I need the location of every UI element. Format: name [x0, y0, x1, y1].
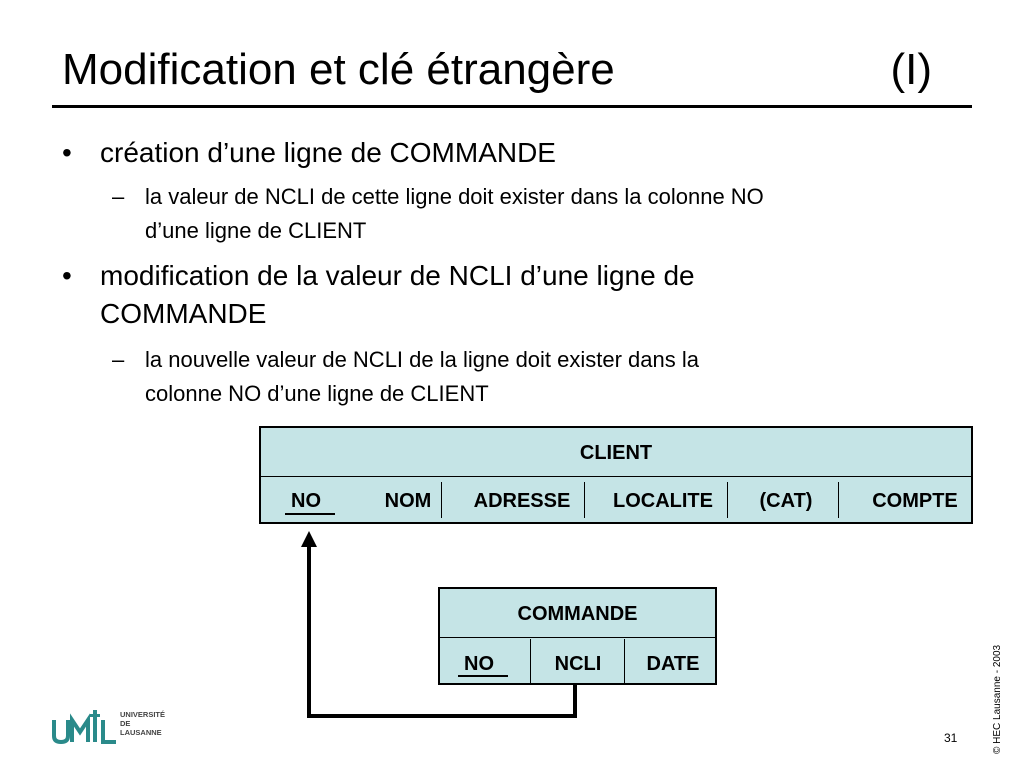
slide-title-text: Modification et clé étrangère [62, 45, 615, 94]
client-table-header-divider [261, 476, 971, 477]
client-column-cat: (CAT) [759, 490, 813, 512]
commande-table: COMMANDE NO NCLI DATE [438, 587, 717, 685]
commande-primary-key-underline [458, 675, 508, 677]
page-number: 31 [944, 731, 958, 745]
sub-bullet-1-line-2: d’une ligne de CLIENT [145, 218, 367, 243]
logo-line: UNIVERSITÉ [120, 710, 166, 719]
unil-logo-text: UNIVERSITÉ DE LAUSANNE [120, 710, 165, 737]
client-table-title: CLIENT [579, 442, 653, 464]
foreign-key-arrow-drop [573, 685, 577, 718]
title-divider [52, 105, 972, 108]
client-column-nom: NOM [384, 490, 432, 512]
commande-column-date: DATE [646, 653, 700, 675]
client-column-localite: LOCALITE [613, 490, 713, 512]
client-column-no: NO [291, 490, 321, 512]
slide-title-suffix: (I) [890, 45, 932, 94]
commande-table-title: COMMANDE [517, 603, 638, 625]
bullet-2-line-1: modification de la valeur de NCLI d’une … [100, 260, 695, 291]
sub-bullet-marker-2: – [112, 347, 125, 372]
sub-bullet-1-line-1: la valeur de NCLI de cette ligne doit ex… [145, 184, 764, 209]
arrow-head-icon [301, 531, 317, 547]
client-column-divider [441, 482, 442, 518]
sub-bullet-marker-1: – [112, 184, 125, 209]
commande-column-divider [530, 639, 531, 683]
commande-column-no: NO [464, 653, 494, 675]
bullet-2-line-2: COMMANDE [100, 298, 267, 329]
client-column-adresse: ADRESSE [473, 490, 571, 512]
client-table: CLIENT NO NOM ADRESSE LOCALITE (CAT) COM… [259, 426, 973, 524]
sub-bullet-2-line-1: la nouvelle valeur de NCLI de la ligne d… [145, 347, 699, 372]
slide-title: Modification et clé étrangère (I) [62, 40, 932, 100]
unil-logo: UNIVERSITÉ DE LAUSANNE [52, 706, 182, 750]
foreign-key-arrow-rise [307, 546, 311, 718]
logo-line: DE [120, 719, 131, 728]
client-column-divider [727, 482, 728, 518]
bullet-1-line-1: création d’une ligne de COMMANDE [100, 137, 556, 168]
client-column-divider [584, 482, 585, 518]
commande-table-header-divider [440, 637, 715, 638]
commande-column-ncli: NCLI [554, 653, 602, 675]
bullet-marker-2: • [62, 260, 72, 291]
client-column-divider [838, 482, 839, 518]
foreign-key-arrow-bottom [307, 714, 577, 718]
copyright-notice: © HEC Lausanne - 2003 [992, 644, 1003, 754]
client-primary-key-underline [285, 513, 335, 515]
client-column-compte: COMPTE [872, 490, 958, 512]
bullet-marker-1: • [62, 137, 72, 168]
sub-bullet-2-line-2: colonne NO d’une ligne de CLIENT [145, 381, 489, 406]
unil-logo-icon [52, 710, 116, 745]
commande-column-divider [624, 639, 625, 683]
logo-line: LAUSANNE [120, 728, 162, 737]
